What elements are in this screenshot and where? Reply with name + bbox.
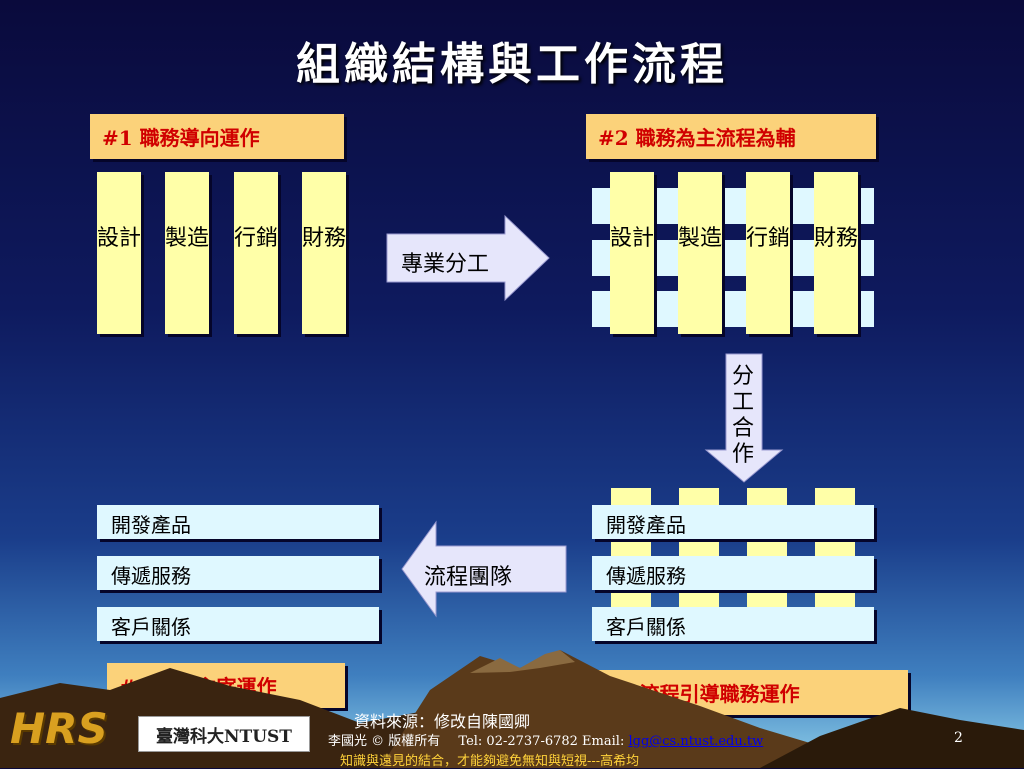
- email-link[interactable]: lgg@cs.ntust.edu.tw: [628, 734, 764, 749]
- q1-column-manufacturing: 製造: [165, 172, 209, 334]
- q4-row: 傳遞服務: [97, 556, 379, 590]
- page-number: 2: [954, 730, 963, 746]
- q1-header: #1 職務導向運作: [90, 114, 344, 159]
- quote-text: 知識與遠見的結合，才能夠避免無知與短視---高希均: [340, 754, 640, 769]
- q1-column-label: 設計: [97, 226, 142, 251]
- tel-text: Tel: 02-2737-6782 Email:: [458, 734, 625, 749]
- q2-column-finance: 財務: [814, 172, 858, 334]
- q3-row: 傳遞服務: [592, 556, 874, 590]
- q1-column-label: 財務: [302, 226, 347, 251]
- q1-column-marketing: 行銷: [234, 172, 278, 334]
- q1-column-finance: 財務: [302, 172, 346, 334]
- q1-column-label: 製造: [165, 226, 210, 251]
- right-arrow-label: 專業分工: [401, 252, 490, 277]
- q2-column-label: 製造: [678, 226, 723, 251]
- author-text: 李國光 © 版權所有: [328, 734, 441, 749]
- q1-column-label: 行銷: [234, 226, 279, 251]
- q2-column-design: 設計: [610, 172, 654, 334]
- ntust-logo: 臺灣科大NTUST: [138, 716, 310, 752]
- q3-row: 客戶關係: [592, 607, 874, 641]
- q2-column-label: 設計: [610, 226, 655, 251]
- q2-column-label: 財務: [814, 226, 859, 251]
- page-title: 組織結構與工作流程: [296, 39, 728, 90]
- q2-column-manufacturing: 製造: [678, 172, 722, 334]
- q4-row: 開發產品: [97, 505, 379, 539]
- q2-column-label: 行銷: [746, 226, 791, 251]
- q1-column-design: 設計: [97, 172, 141, 334]
- left-arrow-label: 流程團隊: [424, 565, 513, 590]
- hrs-logo: HRS: [10, 704, 108, 753]
- q2-header: #2 職務為主流程為輔: [586, 114, 876, 159]
- q3-row: 開發產品: [592, 505, 874, 539]
- copyright-line: 李國光 © 版權所有 Tel: 02-2737-6782 Email: lgg@…: [328, 730, 763, 749]
- right-arrow-shape: [386, 214, 550, 302]
- left-arrow-shape: [401, 520, 567, 618]
- q2-column-marketing: 行銷: [746, 172, 790, 334]
- down-arrow-shape: [704, 353, 784, 483]
- source-text: 資料來源：修改自陳國卿: [354, 712, 531, 731]
- q4-row: 客戶關係: [97, 607, 379, 641]
- down-arrow-label: 分工合作: [732, 364, 755, 467]
